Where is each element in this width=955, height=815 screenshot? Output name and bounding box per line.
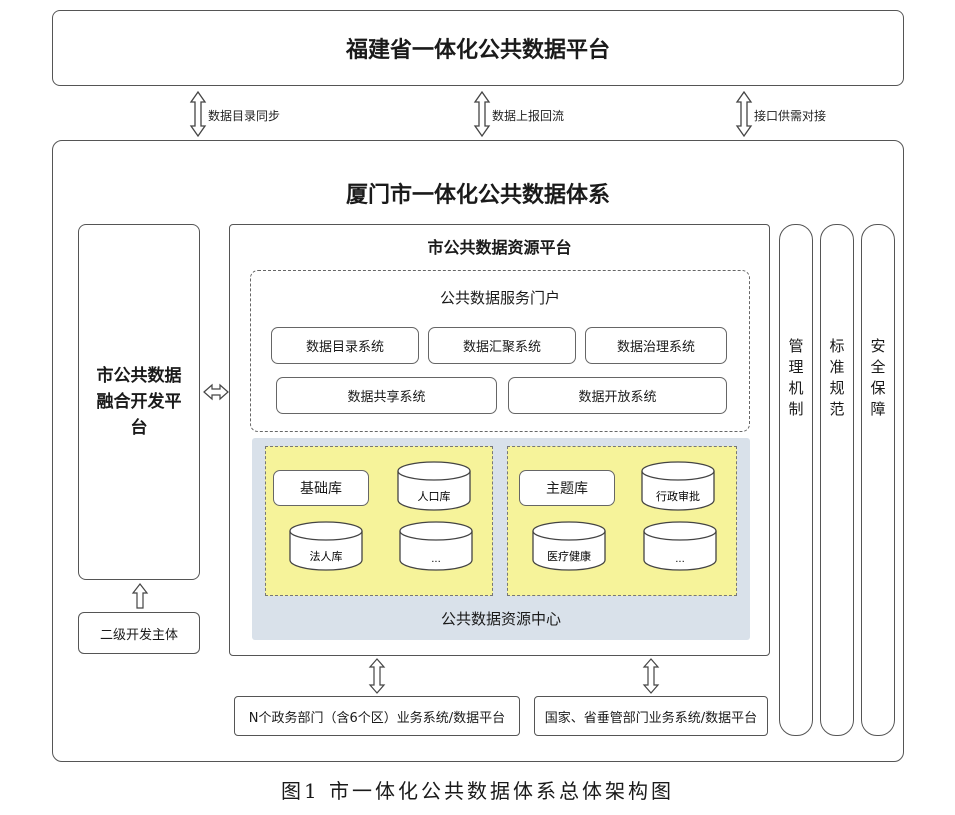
system-aggregation-label: 数据汇聚系统 [462, 340, 541, 355]
database-healthcare: 医疗健康 [532, 521, 606, 571]
database-base-more-label: ... [431, 554, 441, 565]
source-arrow-1 [368, 658, 386, 694]
secondary-dev-label: 二级开发主体 [99, 627, 178, 643]
system-aggregation: 数据汇聚系统 [428, 327, 576, 364]
system-open: 数据开放系统 [508, 377, 727, 414]
resource-center-title: 公共数据资源中心 [440, 609, 561, 628]
pillar-management: 管理机制 [779, 224, 813, 736]
link-label-1: 数据目录同步 [208, 109, 281, 123]
system-catalog: 数据目录系统 [271, 327, 419, 364]
system-sharing-label: 数据共享系统 [347, 390, 426, 405]
database-population-label: 人口库 [418, 490, 451, 503]
system-open-label: 数据开放系统 [578, 390, 657, 405]
system-sharing: 数据共享系统 [276, 377, 497, 414]
system-governance: 数据治理系统 [585, 327, 727, 364]
link-label-2: 数据上报回流 [492, 109, 565, 123]
pillar-security-label: 安全保障 [868, 338, 887, 422]
base-library-label: 基础库 [273, 470, 369, 506]
secondary-dev-box: 二级开发主体 [78, 612, 200, 654]
database-admin-approval: 行政审批 [641, 461, 715, 511]
sync-arrow-2 [473, 90, 491, 138]
service-portal-title: 公共数据服务门户 [439, 288, 560, 307]
fusion-platform-label: 市公共数据融合开发平台 [96, 366, 182, 438]
pillar-security: 安全保障 [861, 224, 895, 736]
pillar-management-label: 管理机制 [786, 338, 805, 422]
database-legal-person-label: 法人库 [310, 549, 343, 563]
pillar-standards-label: 标准规范 [827, 338, 846, 422]
database-theme-more-label: ... [675, 554, 685, 565]
theme-library-text: 主题库 [546, 481, 588, 497]
system-governance-label: 数据治理系统 [616, 340, 695, 355]
pillar-standards: 标准规范 [820, 224, 854, 736]
database-theme-more: ... [643, 521, 717, 571]
provincial-platform: 福建省一体化公共数据平台 [52, 10, 904, 86]
system-catalog-label: 数据目录系统 [305, 340, 384, 355]
secondary-dev-arrow [131, 583, 149, 609]
link-label-3: 接口供需对接 [754, 109, 827, 123]
database-legal-person: 法人库 [289, 521, 363, 571]
database-base-more: ... [399, 521, 473, 571]
source-national-provincial: 国家、省垂管部门业务系统/数据平台 [534, 696, 768, 736]
theme-library-label: 主题库 [519, 470, 615, 506]
fusion-platform-box: 市公共数据融合开发平台 [78, 224, 200, 580]
source-gov-departments: N个政务部门（含6个区）业务系统/数据平台 [234, 696, 520, 736]
service-portal-box [250, 270, 750, 432]
database-healthcare-label: 医疗健康 [547, 549, 591, 563]
database-admin-approval-label: 行政审批 [656, 489, 700, 503]
fusion-link-arrow [203, 383, 229, 401]
provincial-platform-title: 福建省一体化公共数据平台 [345, 38, 610, 63]
source-national-provincial-label: 国家、省垂管部门业务系统/数据平台 [544, 710, 758, 726]
source-arrow-2 [642, 658, 660, 694]
resource-platform-title: 市公共数据资源平台 [427, 238, 572, 257]
sync-arrow-1 [189, 90, 207, 138]
database-population: 人口库 [397, 461, 471, 511]
source-gov-departments-label: N个政务部门（含6个区）业务系统/数据平台 [248, 710, 506, 726]
figure-caption: 图1 市一体化公共数据体系总体架构图 [280, 778, 675, 803]
city-system-title: 厦门市一体化公共数据体系 [345, 183, 610, 208]
sync-arrow-3 [735, 90, 753, 138]
base-library-text-value: 基础库 [300, 481, 342, 497]
